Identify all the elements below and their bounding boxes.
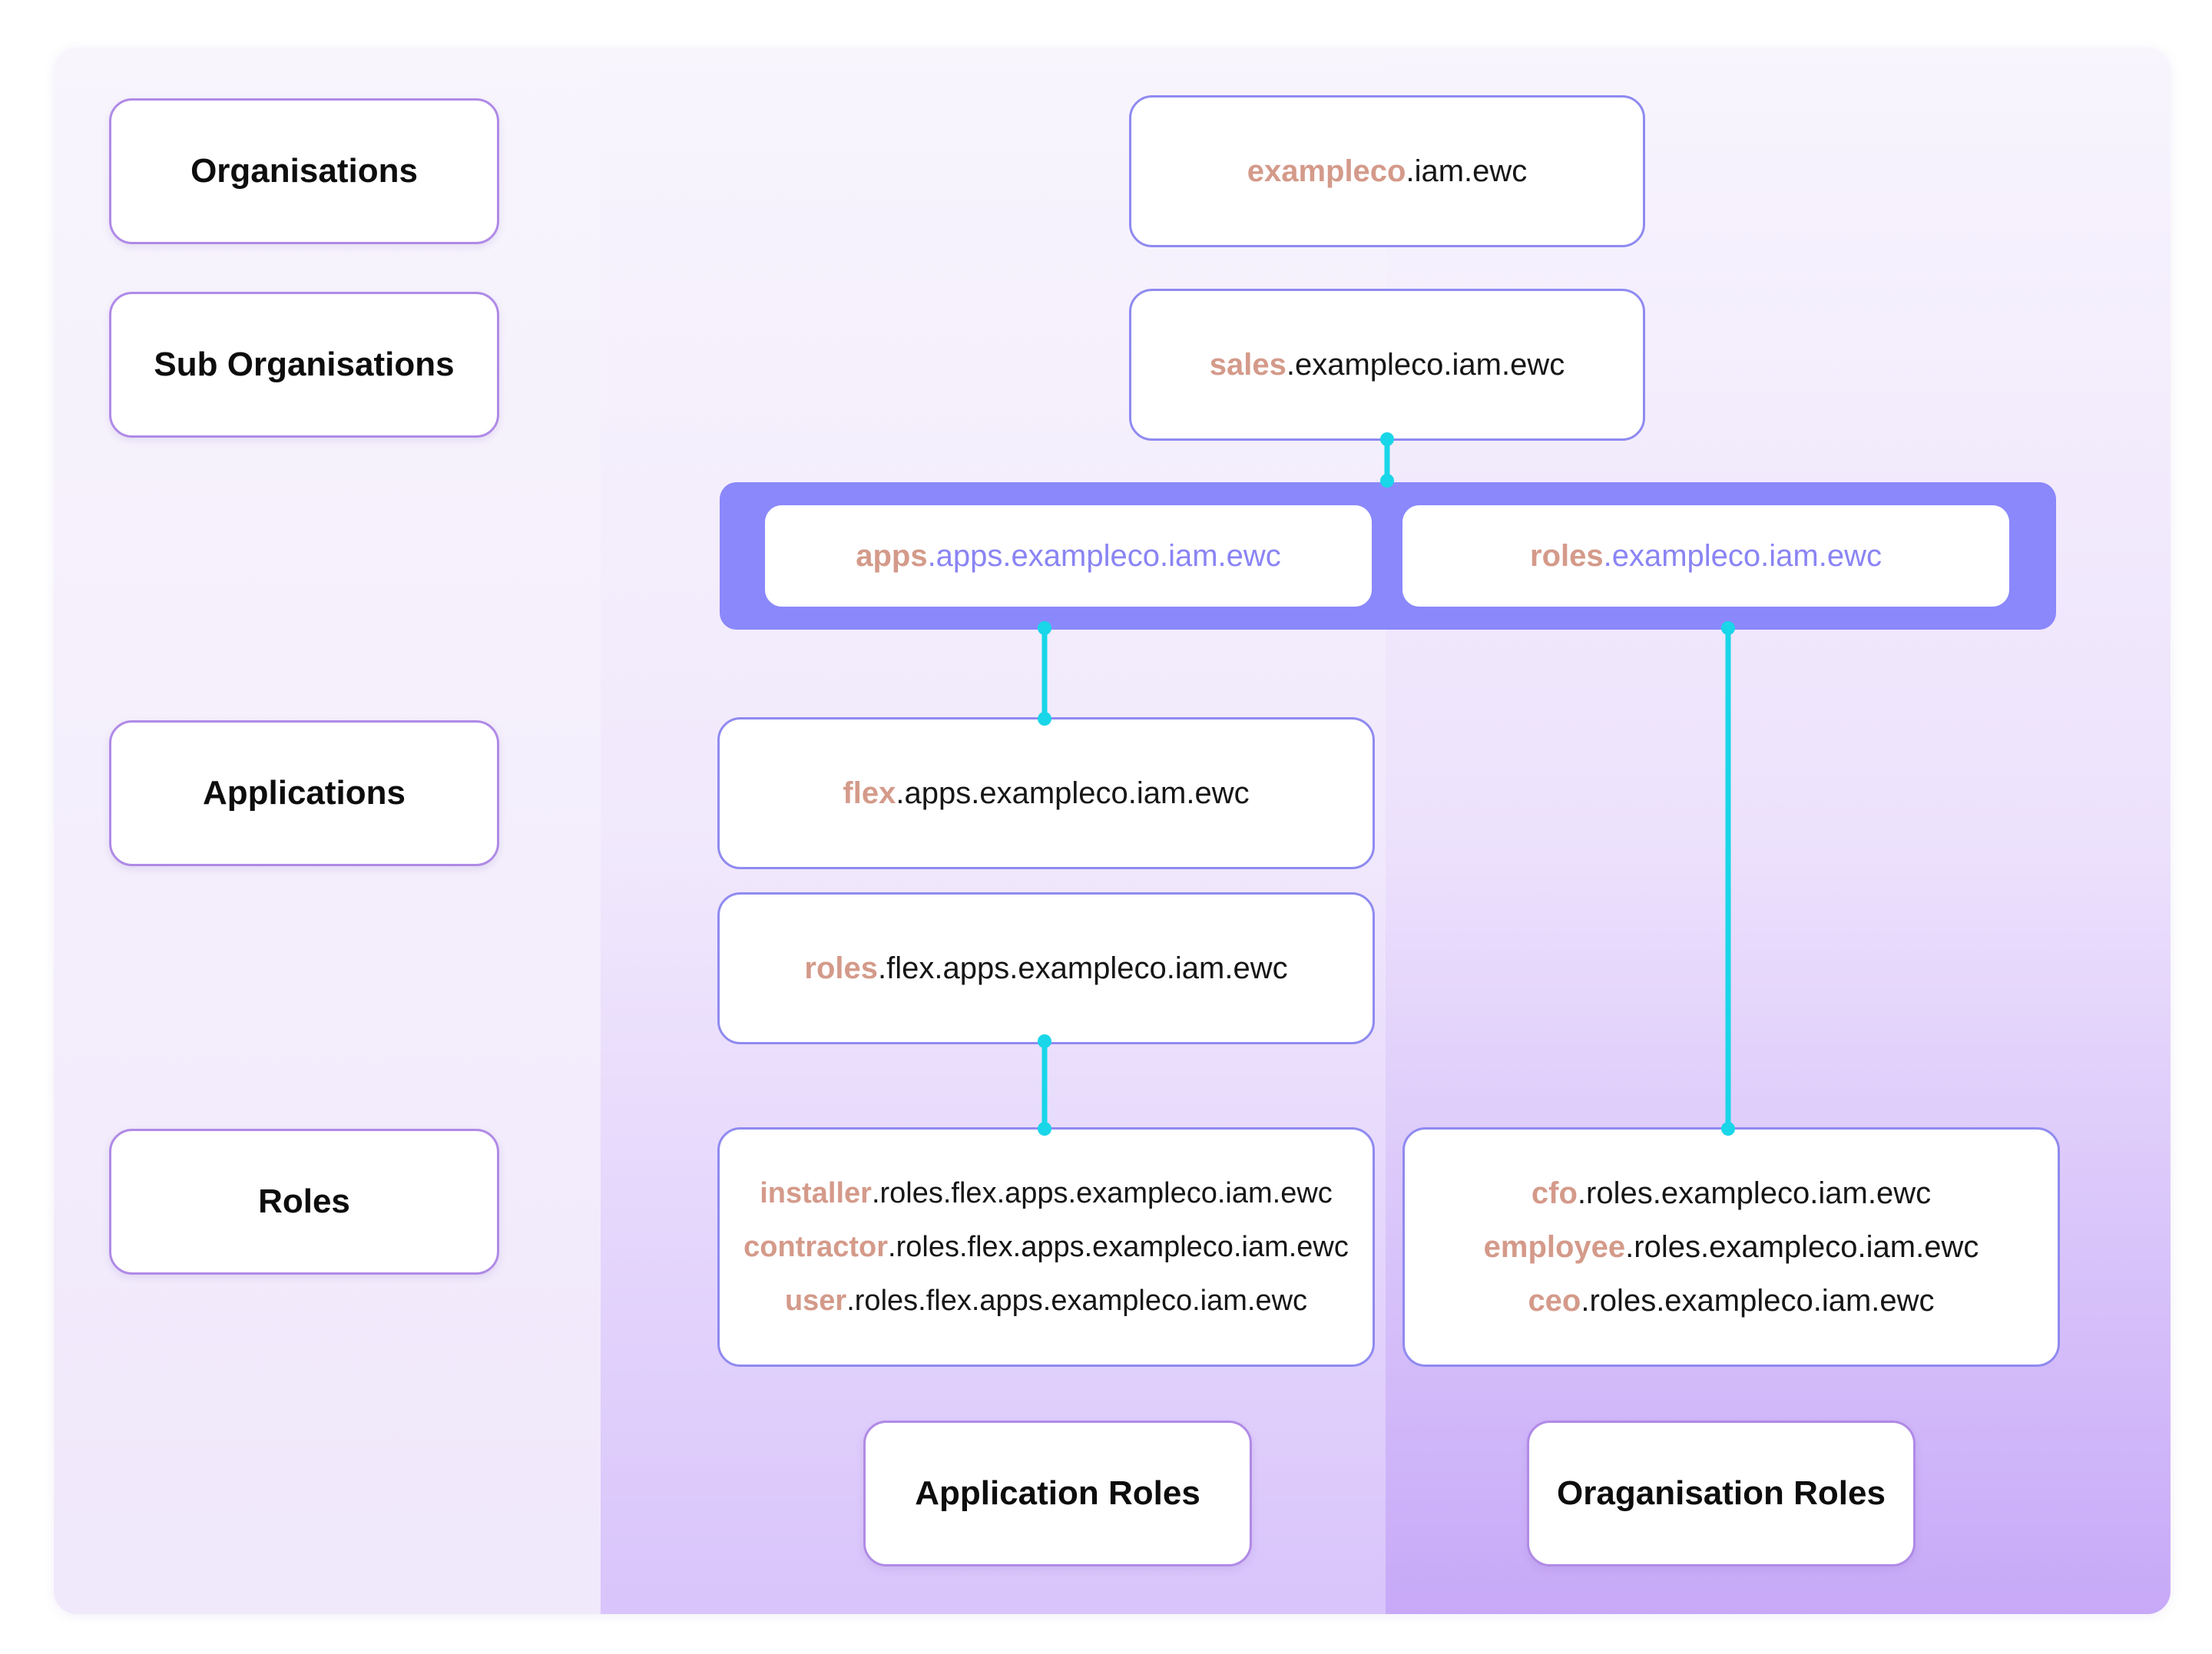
level-label: Roles (258, 1183, 350, 1220)
connector-dot (1038, 712, 1051, 726)
connector-dot (1380, 474, 1394, 488)
role-entry: cfo.roles.exampleco.iam.ewc (1531, 1176, 1932, 1210)
category-application-roles: Application Roles (863, 1421, 1252, 1566)
domain-suffix: .exampleco.iam.ewc (1603, 538, 1882, 573)
level-label: Organisations (190, 152, 418, 190)
level-label: Applications (202, 774, 406, 812)
domain-suffix: .iam.ewc (1406, 154, 1528, 188)
application-roles-node: installer.roles.flex.apps.exampleco.iam.… (717, 1127, 1375, 1367)
category-organisation-roles: Oraganisation Roles (1527, 1421, 1916, 1566)
category-label: Oraganisation Roles (1557, 1474, 1886, 1512)
connector-dot (1038, 1122, 1051, 1136)
level-applications: Applications (109, 720, 499, 866)
connector-dot (1038, 621, 1051, 635)
category-label: Application Roles (915, 1474, 1200, 1512)
domain-prefix: exampleco (1247, 154, 1406, 188)
application-roles-namespace-node: roles.flex.apps.exampleco.iam.ewc (717, 892, 1375, 1044)
domain-prefix: roles (804, 951, 879, 985)
level-roles: Roles (109, 1129, 499, 1275)
domain-prefix: roles (1530, 538, 1604, 573)
connector-dot (1038, 1034, 1051, 1048)
organisation-roles-node: cfo.roles.exampleco.iam.ewc employee.rol… (1402, 1127, 2060, 1367)
domain-prefix: apps (856, 538, 928, 573)
domain-prefix: sales (1209, 347, 1286, 382)
org-domain-node: exampleco.iam.ewc (1129, 95, 1645, 247)
role-entry: installer.roles.flex.apps.exampleco.iam.… (760, 1177, 1333, 1209)
role-entry: employee.roles.exampleco.iam.ewc (1483, 1230, 1979, 1264)
roles-namespace-node: roles.exampleco.iam.ewc (1402, 505, 2009, 607)
sub-org-domain-node: sales.exampleco.iam.ewc (1129, 289, 1645, 441)
level-sub-organisations: Sub Organisations (109, 292, 499, 438)
role-entry: ceo.roles.exampleco.iam.ewc (1528, 1284, 1935, 1318)
domain-suffix: .apps.exampleco.iam.ewc (896, 776, 1250, 810)
domain-suffix: .flex.apps.exampleco.iam.ewc (878, 951, 1288, 985)
connector-dot (1380, 432, 1394, 446)
connector-dot (1721, 621, 1735, 635)
connector-dot (1721, 1122, 1735, 1136)
level-label: Sub Organisations (154, 346, 455, 383)
domain-prefix: flex (843, 776, 896, 810)
domain-suffix: .apps.exampleco.iam.ewc (927, 538, 1281, 573)
apps-namespace-node: apps.apps.exampleco.iam.ewc (765, 505, 1372, 607)
domain-suffix: .exampleco.iam.ewc (1286, 347, 1565, 382)
level-organisations: Organisations (109, 98, 499, 244)
role-entry: contractor.roles.flex.apps.exampleco.iam… (743, 1231, 1349, 1263)
application-node: flex.apps.exampleco.iam.ewc (717, 717, 1375, 869)
role-entry: user.roles.flex.apps.exampleco.iam.ewc (784, 1285, 1308, 1317)
